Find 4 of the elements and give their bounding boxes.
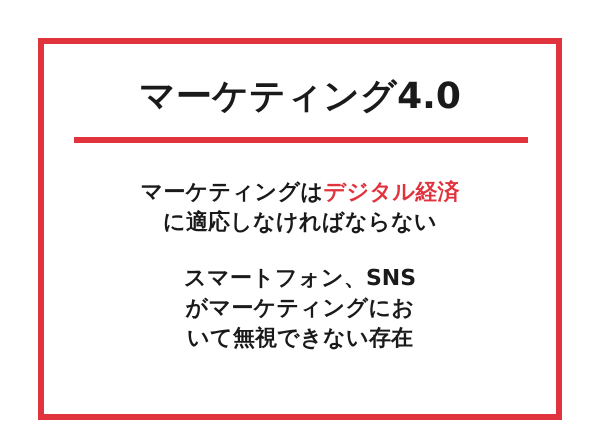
body-text: スマートフォン、SNSがマーケティングにおいて無視できない存在 <box>182 265 418 353</box>
body-text: マーケティングはデジタル経済に適応しなければならない <box>139 178 460 237</box>
frame-box <box>38 38 562 420</box>
diagram-heading: マーケティング4.0 <box>138 75 462 119</box>
